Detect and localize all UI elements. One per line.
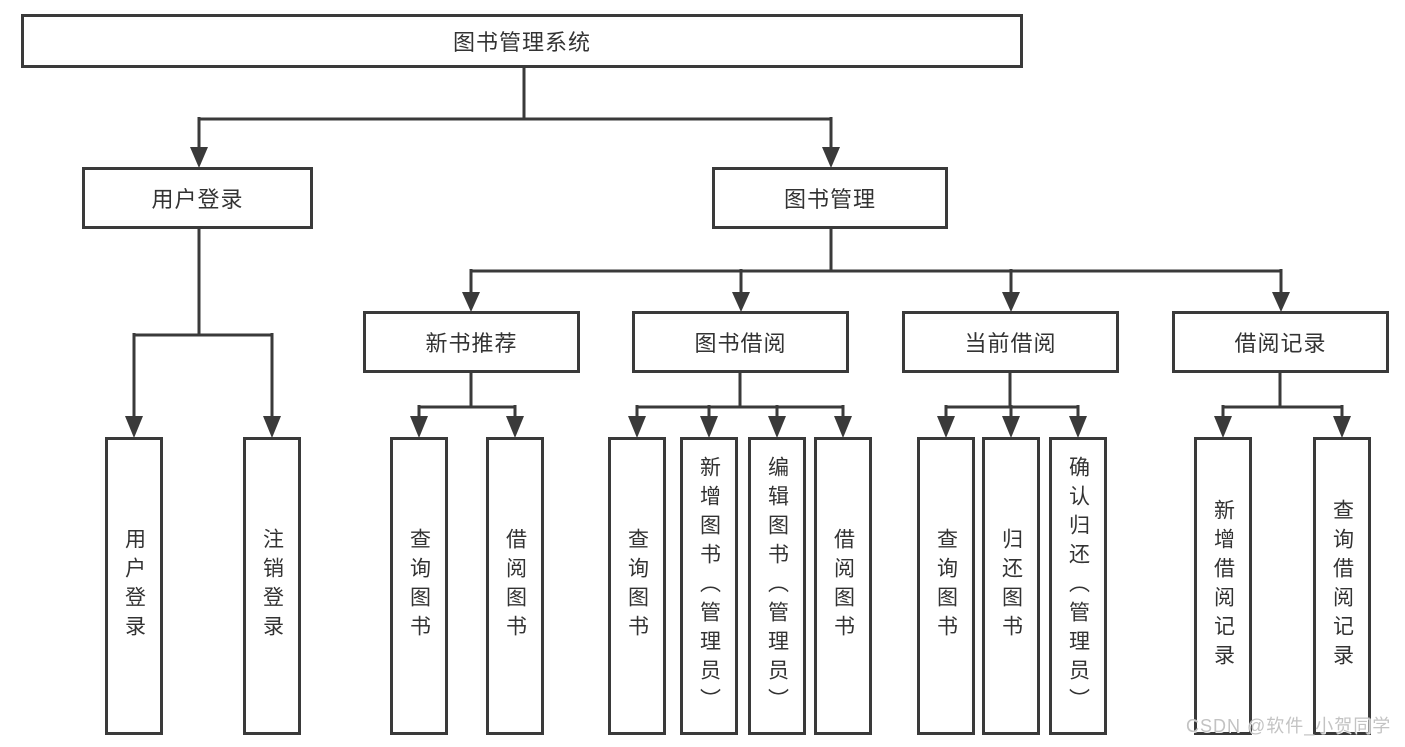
node-book-borrow: 图书借阅 xyxy=(632,311,849,373)
node-user-login-module: 用户登录 xyxy=(82,167,313,229)
leaf-query-books-borrow: 查询图书 xyxy=(608,437,666,735)
leaf-label: 查询图书 xyxy=(934,528,958,644)
leaf-borrow-books-recommend: 借阅图书 xyxy=(486,437,544,735)
leaf-label: 归还图书 xyxy=(999,528,1023,644)
leaf-edit-books-admin: 编辑图书（管理员） xyxy=(748,437,806,735)
node-root-system: 图书管理系统 xyxy=(21,14,1023,68)
leaf-add-borrow-record: 新增借阅记录 xyxy=(1194,437,1252,735)
leaf-query-borrow-record: 查询借阅记录 xyxy=(1313,437,1371,735)
leaf-label: 查询借阅记录 xyxy=(1330,499,1354,673)
leaf-add-books-admin: 新增图书（管理员） xyxy=(680,437,738,735)
csdn-watermark: CSDN @软件_小贺同学 xyxy=(1186,716,1392,736)
leaf-label: 注销登录 xyxy=(260,528,284,644)
leaf-logout: 注销登录 xyxy=(243,437,301,735)
leaf-query-books-current: 查询图书 xyxy=(917,437,975,735)
leaf-label: 借阅图书 xyxy=(831,528,855,644)
leaf-borrow-books: 借阅图书 xyxy=(814,437,872,735)
leaf-label: 新增图书（管理员） xyxy=(697,455,721,717)
leaf-label: 新增借阅记录 xyxy=(1211,499,1235,673)
node-borrow-records: 借阅记录 xyxy=(1172,311,1389,373)
node-new-book-recommend: 新书推荐 xyxy=(363,311,580,373)
leaf-label: 确认归还（管理员） xyxy=(1066,455,1090,717)
leaf-label: 借阅图书 xyxy=(503,528,527,644)
leaf-label: 查询图书 xyxy=(625,528,649,644)
leaf-user-login: 用户登录 xyxy=(105,437,163,735)
leaf-query-books-recommend: 查询图书 xyxy=(390,437,448,735)
leaf-return-books: 归还图书 xyxy=(982,437,1040,735)
leaf-confirm-return-admin: 确认归还（管理员） xyxy=(1049,437,1107,735)
node-current-borrow: 当前借阅 xyxy=(902,311,1119,373)
leaf-label: 用户登录 xyxy=(122,528,146,644)
node-book-management-module: 图书管理 xyxy=(712,167,948,229)
leaf-label: 编辑图书（管理员） xyxy=(765,455,789,717)
leaf-label: 查询图书 xyxy=(407,528,431,644)
